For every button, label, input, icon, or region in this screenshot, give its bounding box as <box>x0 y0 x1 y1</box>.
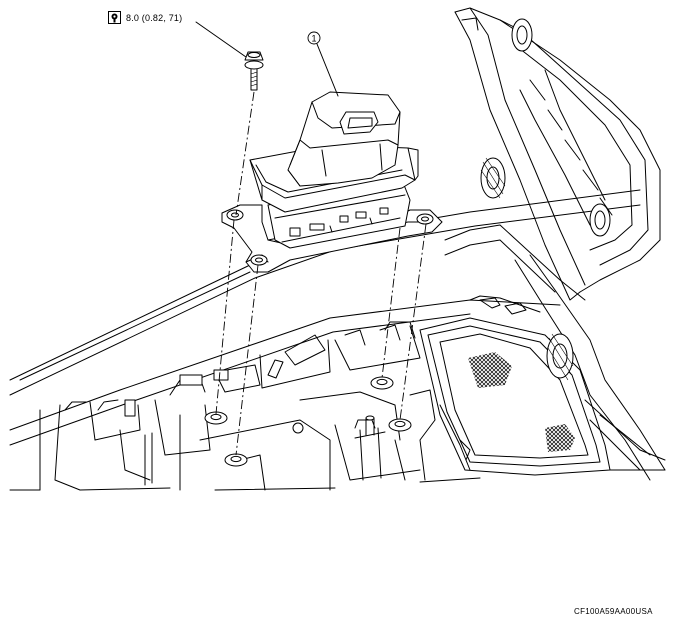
middle-knob <box>480 157 506 199</box>
mounting-boss-front-right <box>370 376 394 390</box>
figure-code: CF100A59AA00USA <box>574 607 653 616</box>
mounting-boss-rear-left <box>224 453 248 467</box>
shift-selector-assembly <box>221 91 443 273</box>
center-console-lower <box>9 295 561 491</box>
torque-leader-line <box>195 21 247 58</box>
instrument-panel-housing <box>444 7 666 481</box>
console-storage-tray <box>419 297 611 476</box>
torque-value: 8.0 (0.82, 71) <box>126 12 183 23</box>
lower-knob <box>546 333 574 381</box>
upper-knob <box>511 18 533 52</box>
torque-wrench-icon <box>108 11 121 24</box>
locating-pin <box>354 415 386 439</box>
torque-spec-label: 8.0 (0.82, 71) <box>108 11 182 24</box>
right-knob <box>589 203 611 237</box>
mounting-boss-rear-right <box>388 418 412 432</box>
callout-1: 1 <box>307 31 339 97</box>
installation-guide-lines <box>215 91 427 456</box>
callout-1-label: 1 <box>311 34 316 44</box>
mounting-bolt <box>244 51 264 91</box>
